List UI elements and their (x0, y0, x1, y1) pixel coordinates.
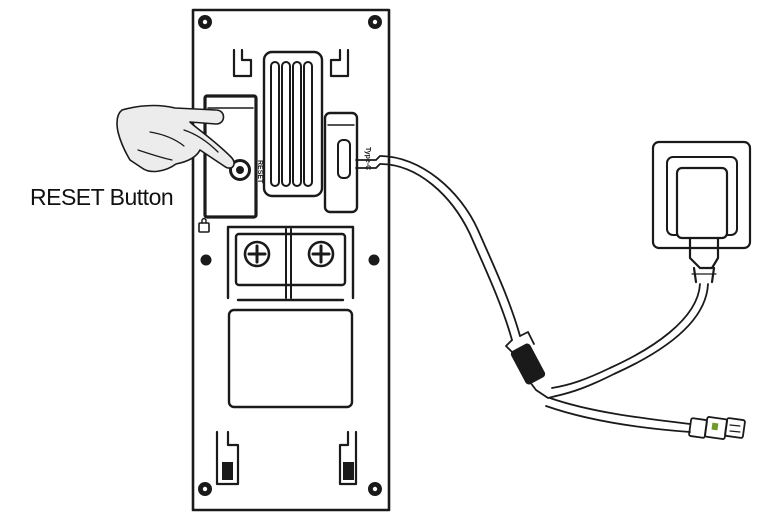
reset-button-icon[interactable] (229, 159, 251, 181)
reset-compartment (203, 94, 258, 219)
speaker-grille-icon (262, 50, 324, 198)
typec-text: Type-C (364, 147, 371, 170)
screw-icon (198, 15, 212, 29)
adapter-cable (551, 283, 709, 397)
screw-icon (368, 15, 382, 29)
usb-c-port-icon (323, 111, 359, 214)
lock-icon (198, 217, 210, 233)
mount-slot-icon (338, 430, 358, 486)
mount-slot-icon (232, 48, 253, 78)
label-area (227, 308, 354, 409)
mount-slot-icon (215, 430, 240, 486)
terminal-screw-icon (307, 240, 335, 268)
screw-icon (368, 482, 382, 496)
usb-connector-cable (545, 397, 691, 433)
cable-splitter-icon (505, 331, 557, 399)
panel-hole-icon (200, 254, 380, 266)
terminal-screw-icon (243, 240, 271, 268)
hand-pointer-icon (116, 104, 235, 173)
power-adapter-icon (675, 166, 729, 284)
screw-icon (198, 482, 212, 496)
mount-slot-icon (329, 48, 350, 78)
terminal-block (226, 225, 355, 302)
usb-c-cable (355, 155, 521, 341)
reset-button-label: RESET Button (30, 184, 174, 210)
usb-connector-icon (688, 416, 746, 440)
reset-text: RESET (256, 160, 263, 184)
